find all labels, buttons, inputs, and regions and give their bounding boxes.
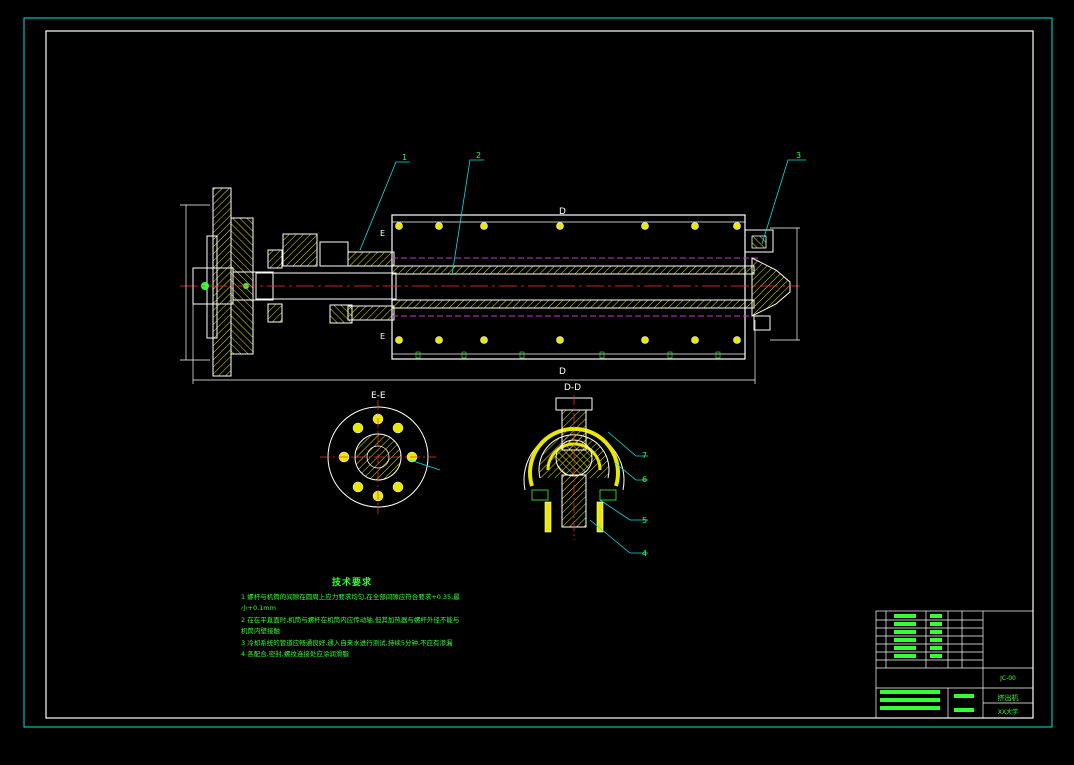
technical-requirements: 技术要求 1 螺杆与机筒的间隙在圆周上应力要求均匀,在全部间隙应符合要求+0.3… bbox=[241, 578, 463, 661]
section-d-view: D-D 7 6 5 4 bbox=[523, 383, 648, 558]
inner-frame bbox=[45, 30, 1034, 719]
tech-req-line-2: 2 在在平直面时,机筒与螺杆在机筒内应传动轴,但其加热器与螺杆外径不能与机筒内壁… bbox=[241, 615, 460, 636]
drawing-number: JC-00 bbox=[999, 675, 1016, 682]
balloon-7: 7 bbox=[642, 451, 647, 460]
school-name: XX大学 bbox=[998, 708, 1018, 716]
section-e-top: E bbox=[380, 229, 385, 238]
tech-req-title: 技术要求 bbox=[331, 578, 372, 588]
balloon-2: 2 bbox=[476, 151, 481, 160]
view-e-title: E-E bbox=[371, 391, 386, 401]
tech-req-line-3: 3 冷却系统的管道应畅通良好,通入自来水进行测试,持续5分钟,不应有渗漏 bbox=[241, 638, 453, 647]
balloon-4: 4 bbox=[642, 549, 647, 558]
outer-frame bbox=[23, 17, 1053, 728]
balloon-6: 6 bbox=[642, 475, 647, 484]
section-d-bottom: D bbox=[559, 367, 566, 377]
balloon-3: 3 bbox=[796, 151, 801, 160]
view-d-title: D-D bbox=[564, 383, 581, 393]
section-e-view: E-E bbox=[320, 391, 441, 514]
section-e-bottom: E bbox=[380, 332, 385, 341]
tech-req-line-4: 4 各配合,密封,螺纹连接处应涂润滑脂 bbox=[241, 650, 349, 658]
balloon-5: 5 bbox=[642, 516, 647, 525]
tech-req-line-1: 1 螺杆与机筒的间隙在圆周上应力要求均匀,在全部间隙应符合要求+0.35,最小+… bbox=[241, 592, 460, 613]
drawing-name: 挤出机 bbox=[998, 693, 1019, 702]
main-assembly-view: D D E E 1 2 3 bbox=[180, 151, 806, 384]
balloon-1: 1 bbox=[402, 153, 407, 162]
title-block bbox=[875, 610, 1034, 719]
section-d-top: D bbox=[559, 207, 566, 217]
